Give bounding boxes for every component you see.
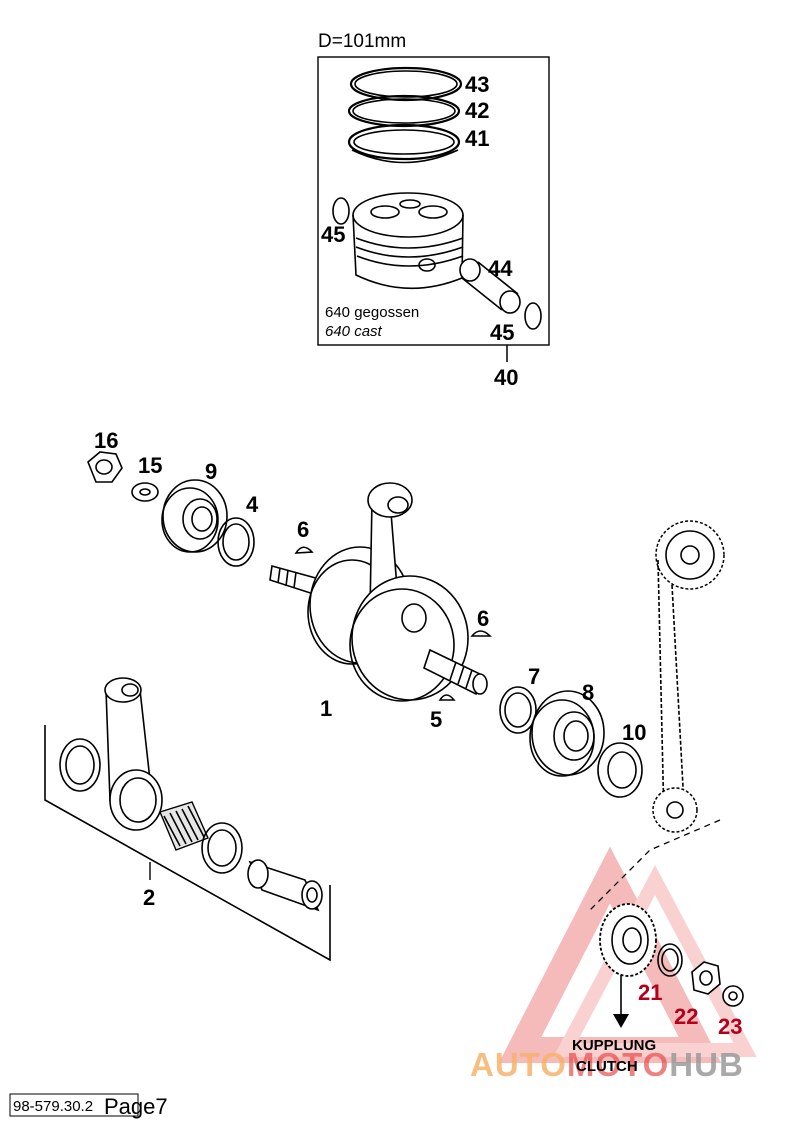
bearing-9	[161, 479, 228, 553]
nut-22	[691, 961, 721, 995]
shim-7	[499, 686, 537, 734]
nut-16	[87, 451, 123, 483]
piston-pin	[459, 258, 521, 314]
caption-cast-de: 640 gegossen	[325, 304, 419, 321]
seal-10	[597, 742, 643, 798]
primary-gear-21	[599, 903, 657, 977]
piston-ring-41	[347, 123, 461, 164]
caption-cast-en: 640 cast	[325, 323, 383, 340]
bearing-8	[529, 690, 605, 777]
callout-10: 10	[622, 720, 646, 745]
woodruff-key-6-left	[294, 546, 314, 554]
chain-alignment-dash	[589, 819, 721, 911]
callout-42: 42	[465, 98, 489, 123]
callout-4: 4	[246, 492, 259, 517]
piston	[352, 192, 464, 290]
callout-7: 7	[528, 664, 540, 689]
callout-15: 15	[138, 453, 162, 478]
shim-4	[217, 517, 255, 567]
callout-8: 8	[582, 680, 594, 705]
timing-chain-assembly	[652, 520, 725, 833]
piston-kit-box	[317, 56, 550, 346]
callout-9: 9	[205, 459, 217, 484]
conrod-kit-parts	[59, 677, 323, 912]
callout-6-left: 6	[297, 517, 309, 542]
circlip-right	[524, 302, 542, 330]
bore-label: D=101mm	[318, 31, 406, 52]
clutch-label-de: KUPPLUNG	[572, 1037, 656, 1054]
callout-23: 23	[718, 1014, 742, 1039]
watermark-auto: AUTO	[470, 1046, 567, 1083]
washer-15	[131, 482, 159, 502]
callout-40: 40	[494, 365, 518, 390]
callout-45-bottom: 45	[490, 320, 514, 345]
drawing-ref: 98-579.30.2	[13, 1098, 93, 1115]
page-label: Page7	[104, 1094, 168, 1119]
callout-43: 43	[465, 72, 489, 97]
callout-2: 2	[143, 885, 155, 910]
circlip-left	[332, 197, 350, 225]
watermark-moto: MOTO	[567, 1046, 669, 1083]
watermark-hub: HUB	[669, 1046, 744, 1083]
callout-5: 5	[430, 707, 442, 732]
lock-washer-22	[657, 943, 683, 977]
callout-22: 22	[674, 1004, 698, 1029]
callout-41: 41	[465, 126, 489, 151]
callout-6-right: 6	[477, 606, 489, 631]
drawing-ref-box	[9, 1093, 139, 1117]
crankshaft	[269, 482, 488, 702]
watermark-text: AUTOMOTOHUB	[470, 1046, 744, 1083]
clutch-label-en: CLUTCH	[576, 1058, 638, 1075]
woodruff-key-5	[438, 694, 456, 701]
callout-16: 16	[94, 428, 118, 453]
clutch-arrow-head	[613, 1014, 629, 1028]
callout-1: 1	[320, 696, 332, 721]
woodruff-key-6-right	[470, 630, 492, 637]
callout-45-top: 45	[321, 222, 345, 247]
callout-44: 44	[488, 256, 513, 281]
washer-23	[722, 985, 744, 1007]
conrod-kit-bracket	[44, 725, 331, 962]
callout-21: 21	[638, 980, 662, 1005]
